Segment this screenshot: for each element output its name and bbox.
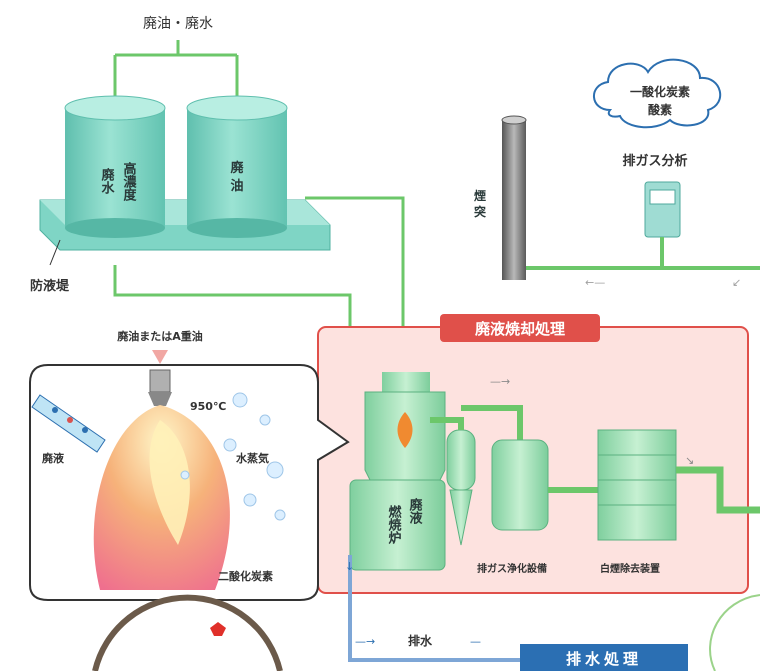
steam-label: 水蒸気 xyxy=(236,451,269,465)
chimney xyxy=(501,115,527,280)
drain-label: 排水 xyxy=(408,633,433,648)
tank-left-col1: 高濃度 xyxy=(121,161,137,202)
incinerator-col2: 燃焼炉 xyxy=(386,504,402,545)
temperature-label: 950℃ xyxy=(190,400,226,413)
input-label: 廃油・廃水 xyxy=(143,15,213,32)
co2-label: 二酸化炭素 xyxy=(218,569,273,583)
wastewater-treatment-box xyxy=(520,644,688,671)
flame-icon xyxy=(93,405,230,590)
analyzer-icon xyxy=(644,181,681,238)
waste-liquid-label: 廃液 xyxy=(42,451,65,465)
mascot-mark xyxy=(210,622,226,636)
tank-right-char2: 油 xyxy=(230,178,243,194)
incinerator-col1: 廃液 xyxy=(407,497,424,525)
feed-pipe xyxy=(113,40,239,100)
cyclone xyxy=(446,429,476,546)
arrow-down-icon xyxy=(152,350,168,364)
wastewater-treatment-label: 排水処理 xyxy=(566,650,642,668)
whitesmoke-label: 白煙除去装置 xyxy=(600,562,660,575)
burner-nozzle xyxy=(148,369,172,406)
flame-icon xyxy=(397,412,413,448)
pipe-outlet xyxy=(676,466,760,514)
flow-arrow: ←— xyxy=(585,276,605,289)
flow-arrow: ↙ xyxy=(732,276,741,289)
flow-arrow: ↓ xyxy=(345,560,354,573)
cloud-line1: 一酸化炭素 xyxy=(630,84,690,99)
scrubber xyxy=(491,439,549,531)
tank-left xyxy=(64,95,166,238)
incineration-title-bg xyxy=(440,314,600,342)
flow-arrow: — xyxy=(470,635,481,648)
pipe-incinerator-cyclone xyxy=(430,405,523,440)
waste-injection-pipe xyxy=(31,394,106,453)
flow-arrow: —→ xyxy=(490,375,510,388)
flow-arrow: —→ xyxy=(355,635,375,648)
chimney-char2: 突 xyxy=(474,204,486,219)
cloud-line2: 酸素 xyxy=(648,102,672,117)
bottom-right-bubble xyxy=(709,594,760,671)
tank-left-col2: 廃水 xyxy=(99,167,116,195)
tank-right-char1: 廃 xyxy=(229,160,244,176)
flow-arrow: ↘ xyxy=(685,454,694,467)
steam-bubbles xyxy=(180,392,286,521)
pipe-right-tank xyxy=(305,196,405,355)
white-smoke-remover xyxy=(597,429,677,541)
fuel-label: 廃油またはA重油 xyxy=(117,329,203,343)
cloud-icon xyxy=(593,58,722,129)
scrubber-label: 排ガス浄化設備 xyxy=(477,562,547,575)
exhaust-analysis-label: 排ガス分析 xyxy=(622,153,687,169)
chimney-char1: 煙 xyxy=(474,188,486,203)
dike-label: 防液堤 xyxy=(30,278,70,294)
mascot-circle xyxy=(92,594,283,671)
incineration-title: 廃液焼却処理 xyxy=(475,320,565,338)
incinerator xyxy=(349,372,446,571)
pipe-left-tank xyxy=(113,265,352,360)
tank-right xyxy=(186,95,288,238)
drain-pipe xyxy=(348,555,520,662)
